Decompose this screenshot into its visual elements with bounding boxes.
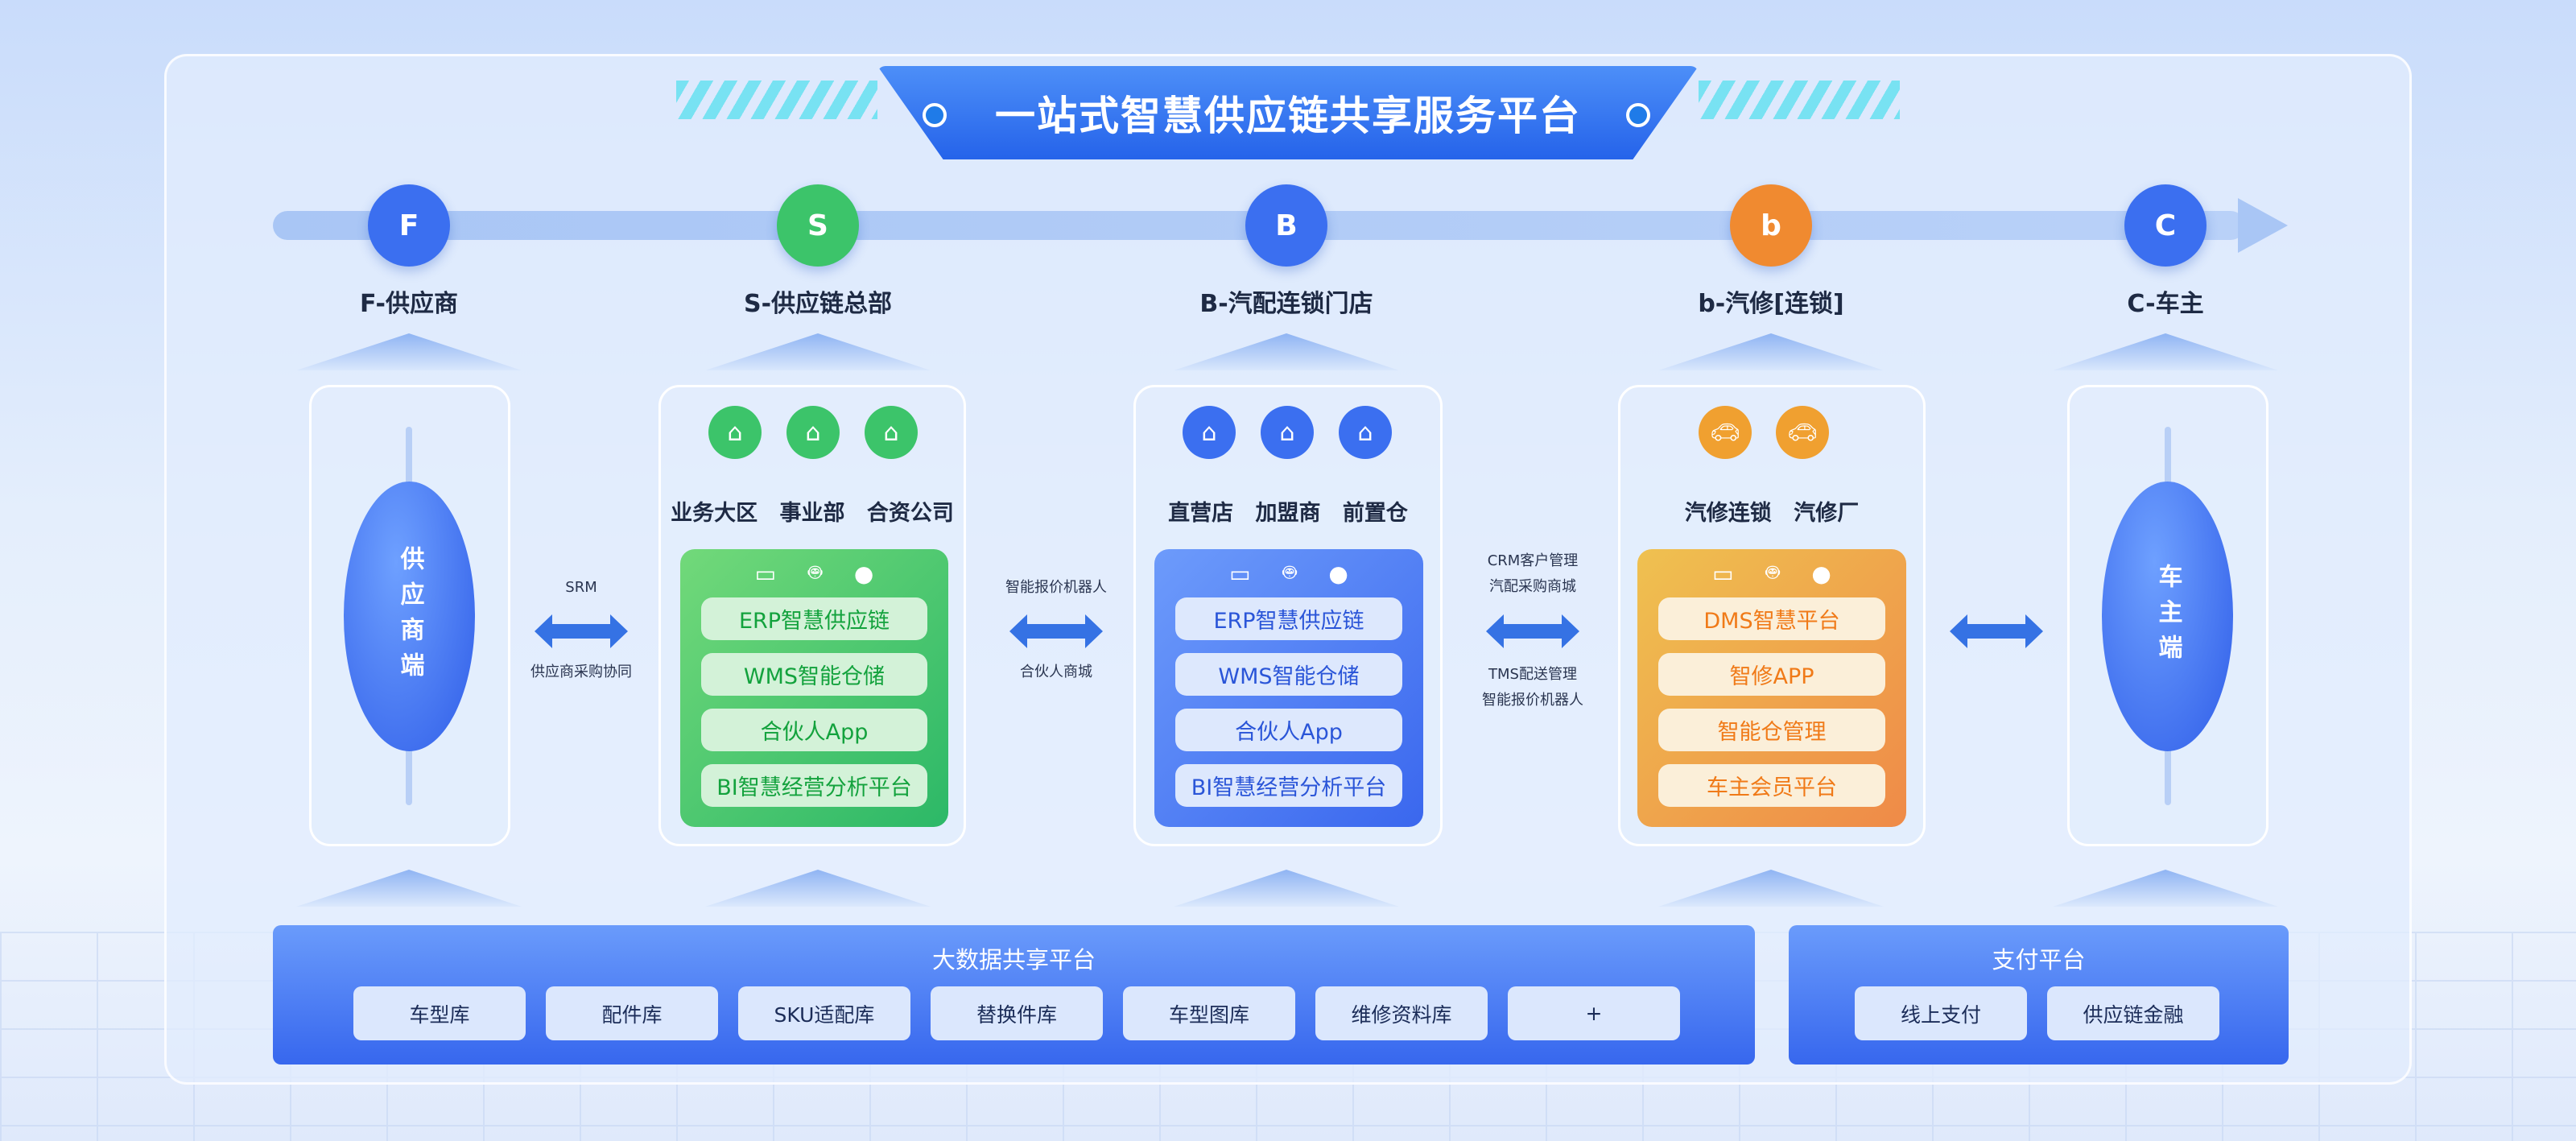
- app-item[interactable]: WMS智能仓储: [701, 653, 927, 696]
- bigdata-panel: 大数据共享平台 车型库 配件库 SKU适配库 替换件库 车型图库 维修资料库 +: [273, 925, 1755, 1065]
- android-icon: 🤖︎: [1282, 559, 1297, 585]
- link-caption: SRM: [565, 579, 597, 596]
- node-label: F-供应商: [359, 290, 459, 318]
- payment-title: 支付平台: [1992, 946, 2086, 974]
- bigdata-button[interactable]: 维修资料库: [1315, 986, 1488, 1040]
- hq-sub-labels: 业务大区 事业部 合资公司: [671, 501, 954, 526]
- hq-app-panel: ▭ 🤖︎ ● ERP智慧供应链 WMS智能仓储 合伙人App BI智慧经营分析平台: [680, 549, 948, 827]
- supplier-end-ellipse[interactable]: 供应商端: [344, 482, 475, 751]
- banner-dot-icon: [923, 103, 947, 127]
- desktop-icon: ▭: [754, 560, 777, 587]
- app-item[interactable]: WMS智能仓储: [1175, 653, 1402, 696]
- bigdata-button[interactable]: 车型图库: [1123, 986, 1295, 1040]
- add-button[interactable]: +: [1508, 986, 1680, 1040]
- link-caption: CRM客户管理: [1487, 552, 1579, 569]
- payment-button[interactable]: 线上支付: [1855, 986, 2027, 1040]
- timeline-arrow-icon: [2238, 198, 2288, 253]
- node-s: S: [777, 184, 859, 267]
- warehouse-icon: ⌂: [786, 406, 840, 459]
- node-b-repair: b: [1730, 184, 1812, 267]
- app-item[interactable]: 合伙人App: [1175, 709, 1402, 751]
- link-caption: 供应商采购协同: [530, 664, 632, 680]
- node-f: F: [368, 184, 450, 267]
- app-item[interactable]: BI智慧经营分析平台: [1175, 764, 1402, 807]
- link-caption: 智能报价机器人: [1482, 692, 1583, 709]
- app-item[interactable]: 智修APP: [1658, 653, 1885, 696]
- owner-end-ellipse[interactable]: 车主端: [2102, 482, 2233, 751]
- banner-stripe-right: [1699, 81, 1900, 119]
- repair-sub-labels: 汽修连锁 汽修厂: [1684, 501, 1860, 526]
- bigdata-title: 大数据共享平台: [931, 946, 1096, 974]
- apple-icon: ●: [1328, 560, 1348, 587]
- store-icon: ⌂: [1261, 406, 1314, 459]
- app-item[interactable]: 车主会员平台: [1658, 764, 1885, 807]
- title-banner: 一站式智慧供应链共享服务平台: [877, 66, 1699, 159]
- bigdata-button[interactable]: 替换件库: [931, 986, 1103, 1040]
- bigdata-button[interactable]: 配件库: [546, 986, 718, 1040]
- android-icon: 🤖︎: [1765, 559, 1780, 585]
- car-icon: 🚗︎: [1776, 406, 1829, 459]
- car-icon: 🚗︎: [1699, 406, 1752, 459]
- app-item[interactable]: 合伙人App: [701, 709, 927, 751]
- app-item[interactable]: ERP智慧供应链: [701, 597, 927, 640]
- double-arrow-icon: [1009, 614, 1103, 648]
- apple-icon: ●: [853, 560, 874, 587]
- bigdata-button[interactable]: SKU适配库: [738, 986, 910, 1040]
- double-arrow-icon: [535, 614, 628, 648]
- node-label: C-车主: [2127, 290, 2204, 318]
- double-arrow-icon: [1950, 614, 2043, 648]
- node-b: B: [1245, 184, 1327, 267]
- payment-panel: 支付平台 线上支付 供应链金融: [1789, 925, 2289, 1065]
- store-app-panel: ▭ 🤖︎ ● ERP智慧供应链 WMS智能仓储 合伙人App BI智慧经营分析平台: [1154, 549, 1423, 827]
- node-label: b-汽修[连锁]: [1698, 290, 1844, 318]
- warehouse-icon: ⌂: [865, 406, 918, 459]
- page-title: 一站式智慧供应链共享服务平台: [995, 93, 1581, 139]
- app-item[interactable]: BI智慧经营分析平台: [701, 764, 927, 807]
- desktop-icon: ▭: [1712, 560, 1734, 587]
- banner-dot-icon: [1626, 103, 1650, 127]
- store-icon: ⌂: [1183, 406, 1236, 459]
- warehouse-icon: ⌂: [708, 406, 762, 459]
- store-icon: ⌂: [1339, 406, 1392, 459]
- payment-button[interactable]: 供应链金融: [2047, 986, 2219, 1040]
- node-label: B-汽配连锁门店: [1199, 290, 1373, 318]
- app-item[interactable]: DMS智慧平台: [1658, 597, 1885, 640]
- double-arrow-icon: [1486, 614, 1579, 648]
- app-item[interactable]: ERP智慧供应链: [1175, 597, 1402, 640]
- link-caption: 汽配采购商城: [1489, 578, 1576, 595]
- android-icon: 🤖︎: [808, 559, 822, 585]
- app-item[interactable]: 智能仓管理: [1658, 709, 1885, 751]
- banner-stripe-left: [676, 81, 877, 119]
- repair-app-panel: ▭ 🤖︎ ● DMS智慧平台 智修APP 智能仓管理 车主会员平台: [1637, 549, 1906, 827]
- link-caption: TMS配送管理: [1488, 666, 1577, 683]
- apple-icon: ●: [1811, 560, 1831, 587]
- desktop-icon: ▭: [1229, 560, 1251, 587]
- node-label: S-供应链总部: [743, 290, 893, 318]
- link-caption: 合伙人商城: [1020, 664, 1092, 680]
- node-c: C: [2124, 184, 2207, 267]
- store-sub-labels: 直营店 加盟商 前置仓: [1168, 501, 1408, 526]
- bigdata-button[interactable]: 车型库: [353, 986, 526, 1040]
- link-caption: 智能报价机器人: [1005, 579, 1107, 596]
